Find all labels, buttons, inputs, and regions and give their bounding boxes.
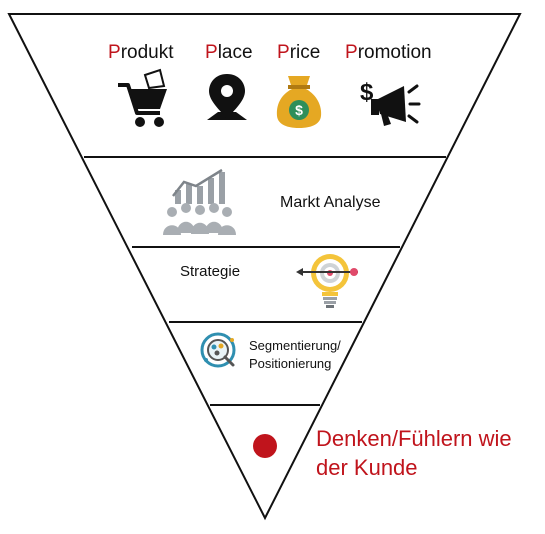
funnel-outline [7, 13, 522, 521]
p-label-promotion: Promotion [345, 42, 432, 63]
core-label-line2: der Kunde [316, 455, 418, 480]
p-label-produkt: Produkt [108, 42, 174, 63]
p-label-price: Price [277, 42, 320, 63]
segmentation-magnifier-icon [200, 332, 236, 368]
label-strategie: Strategie [180, 263, 240, 280]
label-segmentierung: Segmentierung/ [249, 338, 341, 353]
p-label-place: Place [205, 42, 253, 63]
label-positionierung: Positionierung [249, 356, 331, 371]
red-dot-icon [253, 434, 277, 458]
core-label-line1: Denken/Fühlern wie [316, 426, 512, 451]
label-markt-analyse: Markt Analyse [280, 194, 381, 211]
money-bag-icon: $ [276, 76, 322, 128]
svg-text:$: $ [295, 102, 303, 118]
megaphone-dollar-icon: $ [360, 79, 421, 126]
svg-text:$: $ [360, 79, 374, 106]
shopping-cart-icon [118, 68, 167, 127]
core-label: Denken/Fühlern wie der Kunde [316, 424, 512, 482]
target-lightbulb-icon [296, 254, 358, 308]
location-pin-icon [207, 74, 247, 120]
market-analysis-people-chart-icon [163, 168, 236, 235]
